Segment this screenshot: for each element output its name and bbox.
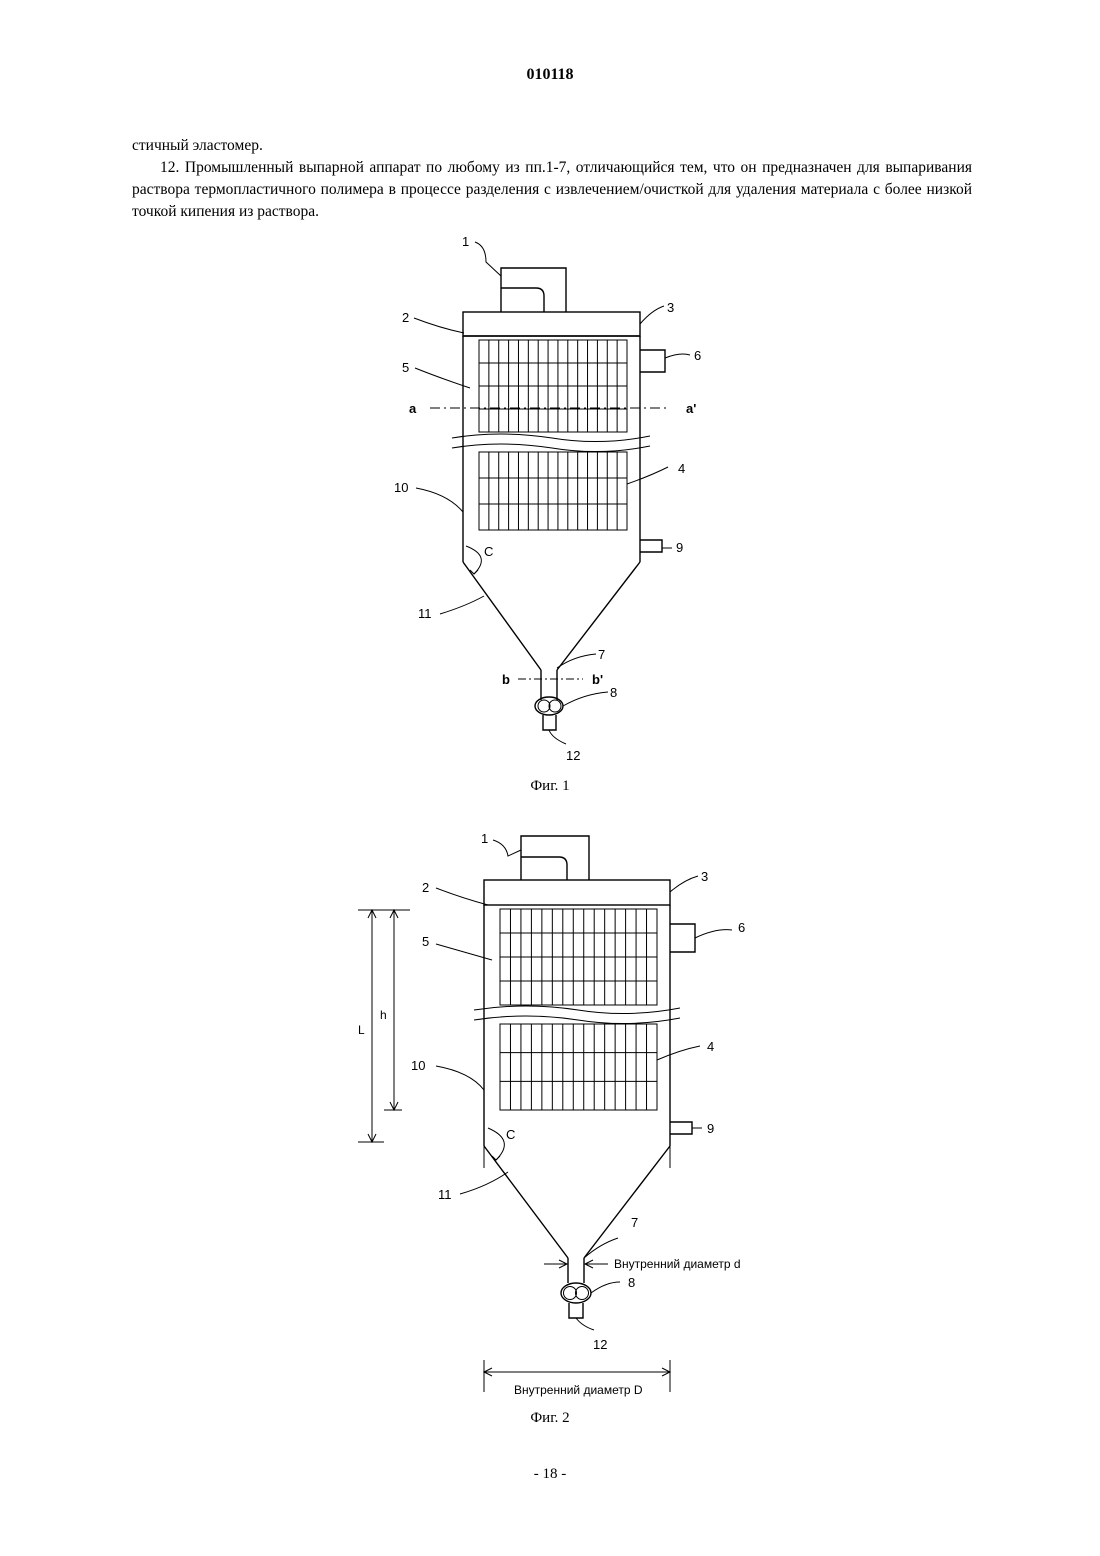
fig2-angle-label: C [506, 1127, 515, 1142]
figure-1-evaporator-drawing: 1 2 3 4 5 6 7 8 9 10 11 12 C a a' b b' [0, 230, 1100, 770]
fig2-dimension-d [544, 1260, 608, 1268]
fig1-label-2: 2 [402, 310, 409, 325]
fig1-label-3: 3 [667, 300, 674, 315]
fig2-label-5: 5 [422, 934, 429, 949]
fig2-dimension-h [384, 910, 402, 1110]
fig2-lower-tube-bundle [500, 1024, 657, 1110]
fig1-vapor-outlet-pipe [501, 268, 566, 312]
fig2-heating-medium-inlet [670, 924, 695, 952]
fig2-dimension-h-label: h [380, 1008, 387, 1022]
fig2-label-10: 10 [411, 1058, 425, 1073]
fig1-top-header [463, 312, 640, 336]
fig1-label-9: 9 [676, 540, 683, 555]
fig1-heating-medium-inlet [640, 350, 665, 372]
fig2-label-9: 9 [707, 1121, 714, 1136]
fig2-label-3: 3 [701, 869, 708, 884]
fig1-conical-bottom [463, 540, 640, 700]
figure-2-caption: Фиг. 2 [0, 1410, 1100, 1427]
fig2-label-6: 6 [738, 920, 745, 935]
figure-2-evaporator-drawing: 1 2 3 4 5 6 7 8 9 10 11 12 C L h Внутрен… [0, 820, 1100, 1410]
fig1-leader-lines [414, 242, 690, 744]
fig1-label-4: 4 [678, 461, 685, 476]
fig1-label-5: 5 [402, 360, 409, 375]
continuation-line: стичный эластомер. [132, 135, 972, 157]
claim-12: 12. Промышленный выпарной аппарат по люб… [132, 157, 972, 223]
fig2-label-7: 7 [631, 1215, 638, 1230]
fig1-section-a-prime: a' [686, 401, 696, 416]
fig2-label-11: 11 [438, 1187, 452, 1202]
fig1-lower-tube-bundle [479, 452, 627, 530]
fig2-label-12: 12 [593, 1337, 607, 1352]
fig2-label-2: 2 [422, 880, 429, 895]
fig2-dimension-L [358, 910, 410, 1142]
fig2-label-4: 4 [707, 1039, 714, 1054]
fig1-label-8: 8 [610, 685, 617, 700]
fig1-upper-tube-bundle [479, 340, 627, 432]
fig2-section-break [474, 1006, 680, 1024]
fig2-label-8: 8 [628, 1275, 635, 1290]
fig2-bottom-outlet-nozzle [670, 1122, 692, 1134]
fig1-label-12: 12 [566, 748, 580, 763]
fig1-section-b: b [502, 672, 510, 687]
document-number: 010118 [0, 66, 1100, 84]
fig2-shell [484, 905, 670, 1122]
fig1-section-b-prime: b' [592, 672, 603, 687]
fig2-dimension-L-label: L [358, 1023, 365, 1037]
fig1-bottom-outlet-nozzle [640, 540, 662, 552]
figure-1-caption: Фиг. 1 [0, 778, 1100, 795]
page-number: - 18 - [0, 1466, 1100, 1483]
fig1-label-1: 1 [462, 234, 469, 249]
fig1-section-a: a [409, 401, 417, 416]
fig1-label-10: 10 [394, 480, 408, 495]
claims-text: стичный эластомер. 12. Промышленный выпа… [132, 135, 972, 223]
fig1-angle-label: C [484, 544, 493, 559]
fig2-label-1: 1 [481, 831, 488, 846]
fig2-vapor-outlet-pipe [521, 836, 589, 880]
fig1-label-11: 11 [418, 606, 432, 621]
fig2-inner-diameter-D-label: Внутренний диаметр D [514, 1383, 643, 1397]
fig1-gear-pump [535, 697, 563, 730]
fig2-top-header [484, 880, 670, 905]
fig2-inner-diameter-d-label: Внутренний диаметр d [614, 1257, 741, 1271]
fig2-upper-tube-bundle [500, 909, 657, 1005]
fig2-gear-pump [561, 1283, 591, 1318]
fig1-section-break [452, 434, 650, 452]
fig1-label-7: 7 [598, 647, 605, 662]
fig1-label-6: 6 [694, 348, 701, 363]
